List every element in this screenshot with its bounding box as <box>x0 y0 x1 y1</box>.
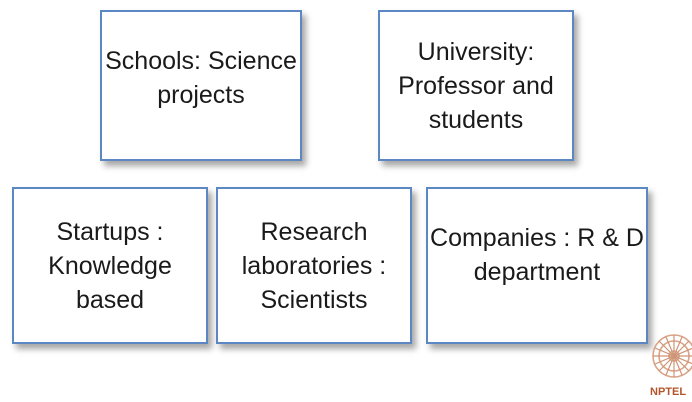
nptel-logo-text: NPTEL <box>650 386 686 398</box>
box-startups-knowledge-based: Startups : Knowledge based <box>12 187 208 344</box>
box-research-line-2: laboratories : <box>241 251 387 280</box>
box-university-text: University: Professor and students <box>398 35 554 137</box>
box-companies-rd-department: Companies : R & D department <box>426 187 648 344</box>
box-startups-line-3: based <box>75 285 145 314</box>
nptel-logo: NPTEL <box>648 318 692 402</box>
nptel-logo-icon: NPTEL <box>650 334 692 398</box>
box-schools-line-1: Schools: Science <box>105 46 297 75</box>
box-companies-line-2: department <box>473 257 601 286</box>
box-schools-text: Schools: Science projects <box>105 44 297 112</box>
box-startups-text: Startups : Knowledge based <box>48 215 172 317</box>
box-university-line-3: students <box>428 105 524 134</box>
box-university-line-1: University: <box>417 37 535 66</box>
box-research-line-1: Research <box>260 217 368 246</box>
box-startups-line-1: Startups : <box>56 217 164 246</box>
box-university-professor-students: University: Professor and students <box>378 10 574 161</box>
box-startups-line-2: Knowledge <box>48 251 172 280</box>
box-research-text: Research laboratories : Scientists <box>242 215 387 317</box>
box-university-line-2: Professor and <box>398 71 554 100</box>
box-research-laboratories-scientists: Research laboratories : Scientists <box>216 187 412 344</box>
box-schools-science-projects: Schools: Science projects <box>100 10 302 161</box>
box-schools-line-2: projects <box>157 80 245 109</box>
box-companies-line-1: Companies : R & D <box>430 223 644 252</box>
box-companies-text: Companies : R & D department <box>430 221 644 289</box>
box-research-line-3: Scientists <box>260 285 368 314</box>
